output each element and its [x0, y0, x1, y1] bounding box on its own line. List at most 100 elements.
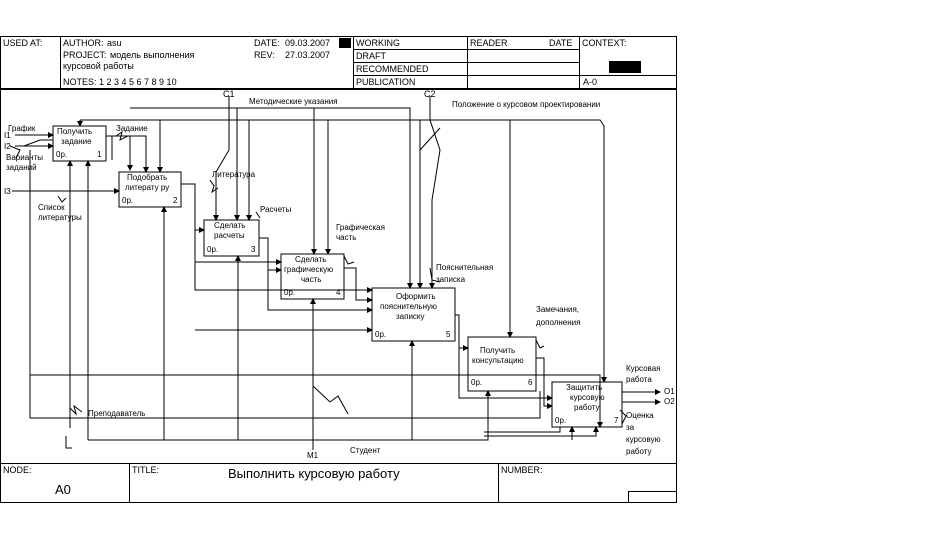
status-draft: DRAFT [356, 51, 386, 61]
label-grafik: График [8, 124, 36, 133]
box-number: 7 [614, 416, 619, 425]
box-label: Получить [480, 346, 516, 355]
arrow-diagram [9, 96, 661, 450]
context-node: A-0 [583, 77, 598, 87]
box-label: Сделать [214, 221, 246, 230]
label-c2: C2 [424, 89, 436, 99]
label-variant-2: заданий [6, 163, 37, 172]
working-checkbox [339, 38, 351, 48]
label-i3: I3 [4, 187, 11, 196]
label-zamech-2: дополнения [536, 318, 581, 327]
status-row-line [353, 75, 579, 76]
footer-divider-1 [129, 463, 130, 503]
box-label: Сделать [295, 255, 327, 264]
box-cost: 0р. [471, 378, 483, 387]
label-student: Студент [350, 446, 381, 455]
arrow-raschety [259, 237, 373, 313]
page-title: Выполнить курсовую работу [228, 466, 400, 481]
rev-value: 27.03.2007 [285, 50, 331, 60]
header-divider-1 [60, 36, 61, 89]
control-c1 [213, 96, 230, 221]
box-label: Оформить [396, 292, 436, 301]
box-label: курсовую [570, 393, 605, 402]
activity-box-4[interactable]: Сделать графическую часть 0р. 4 [281, 254, 344, 299]
status-recommended: RECOMMENDED [356, 64, 429, 74]
box-label: часть [301, 275, 322, 284]
label-kurs-2: работа [626, 375, 652, 384]
box-number: 6 [528, 378, 533, 387]
activity-box-5[interactable]: Оформить пояснительную записку 0р. 5 [372, 288, 455, 341]
arrow-poyasnitelnaya [455, 314, 469, 351]
box-cost: 0р. [122, 196, 134, 205]
notes-line: NOTES: 1 2 3 4 5 6 7 8 9 10 [63, 77, 177, 87]
box-label: консультацию [472, 356, 524, 365]
box-cost: 0р. [555, 416, 567, 425]
box-label: Защитить [566, 383, 603, 392]
number-label: NUMBER: [501, 465, 543, 475]
project-value-1: модель выполнения [110, 50, 195, 60]
box-number: 2 [173, 196, 178, 205]
box-label: литерату ру [125, 183, 170, 192]
box-number: 5 [446, 330, 451, 339]
node-label: NODE: [3, 465, 32, 475]
activity-box-2[interactable]: Подобрать литерату ру 0р. 2 [119, 172, 181, 207]
rev-label: REV: [254, 50, 275, 60]
label-o2: O2 [664, 397, 675, 406]
label-i2: I2 [4, 142, 11, 151]
label-zamech-1: Замечания, [536, 305, 580, 314]
label-kurs-1: Курсовая [626, 364, 661, 373]
status-working: WORKING [356, 38, 400, 48]
label-ocenka-4: работу [626, 447, 652, 456]
label-c1: C1 [223, 89, 235, 99]
author-value: asu [107, 38, 122, 48]
label-m1: M1 [307, 451, 319, 460]
activity-box-7[interactable]: Защитить курсовую работу 0р. 7 [552, 382, 622, 427]
label-i1: I1 [4, 131, 11, 140]
reader-label: READER [470, 38, 508, 48]
box-number: 4 [336, 288, 341, 297]
date-value: 09.03.2007 [285, 38, 331, 48]
control-c2 [429, 96, 441, 289]
project-value-2: курсовой работы [63, 61, 134, 71]
footer-divider-2 [498, 463, 499, 503]
label-poyasn-2: записка [436, 275, 466, 284]
context-line [579, 75, 677, 76]
activity-box-3[interactable]: Сделать расчеты 0р. 3 [204, 220, 259, 256]
date-label: DATE: [254, 38, 280, 48]
label-graf-1: Графическая [336, 223, 385, 232]
header-frame [0, 36, 677, 89]
box-number: 3 [251, 245, 256, 254]
box-label: записку [396, 312, 425, 321]
label-literatura: Литература [212, 170, 256, 179]
arrow-i2-branch [23, 139, 53, 147]
arrow-literatura [181, 183, 373, 293]
node-value: A0 [55, 482, 71, 497]
box-label: задание [61, 137, 92, 146]
footer-frame [0, 463, 677, 503]
label-raschety: Расчеты [260, 205, 292, 214]
label-metod: Методические указания [249, 97, 338, 106]
arrow-graficheskaya [344, 267, 373, 303]
context-thumbnail [609, 61, 641, 73]
footer-number-box [628, 491, 677, 503]
label-polozh: Положение о курсовом проектировании [452, 100, 601, 109]
label-ocenka-3: курсовую [626, 435, 661, 444]
label-zadanie: Задание [116, 124, 148, 133]
label-ocenka-2: за [626, 423, 635, 432]
box-label: работу [574, 403, 600, 412]
title-label: TITLE: [132, 465, 160, 475]
reader-date-label: DATE [549, 38, 573, 48]
box-label: Получить [57, 127, 93, 136]
status-row-line [353, 62, 579, 63]
label-spisok-1: Список [38, 203, 65, 212]
activity-box-1[interactable]: Получить задание 0р. 1 [53, 126, 106, 161]
box-cost: 0р. [375, 330, 387, 339]
header-divider-4 [579, 36, 580, 89]
label-poyasn-1: Пояснительная [436, 263, 494, 272]
activity-box-6[interactable]: Получить консультацию 0р. 6 [468, 337, 536, 391]
used-at-label: USED AT: [3, 38, 43, 48]
status-publication: PUBLICATION [356, 77, 416, 87]
box-number: 1 [97, 150, 102, 159]
label-ocenka-1: Оценка [626, 411, 654, 420]
box-cost: 0р. [284, 288, 296, 297]
